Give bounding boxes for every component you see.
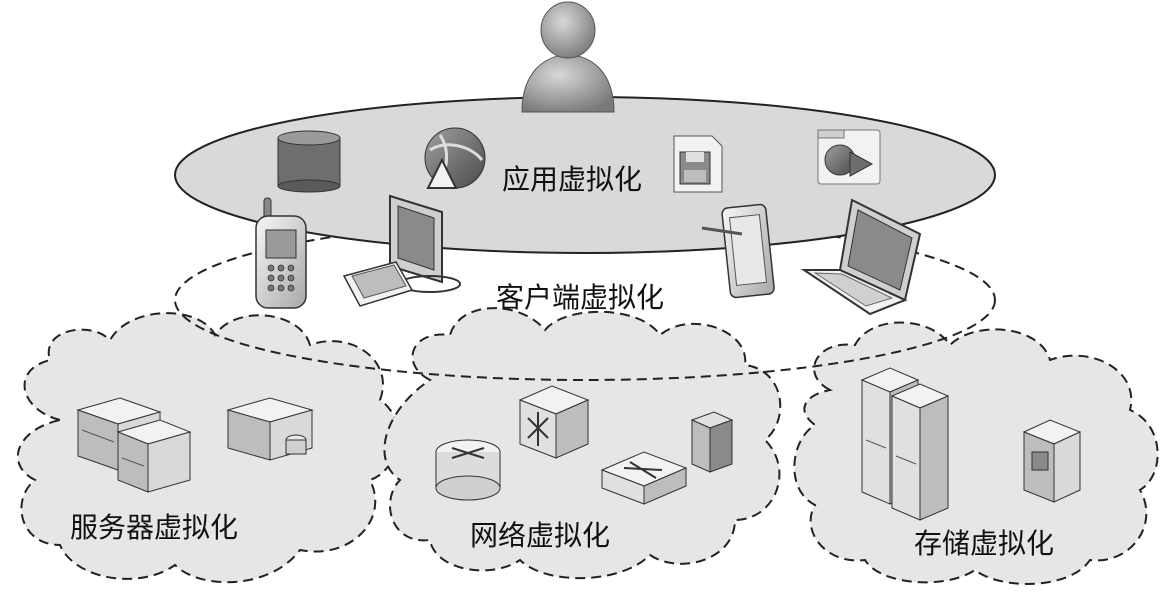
server-disk-icon xyxy=(226,397,314,461)
folder-arrow-icon xyxy=(817,129,881,185)
storage-array-icon xyxy=(860,367,950,521)
client-virtualization-label: 客户端虚拟化 xyxy=(496,281,665,314)
network-virtualization-label: 网络虚拟化 xyxy=(470,519,611,552)
firewall-icon xyxy=(690,411,734,473)
network-switch-icon xyxy=(600,451,688,505)
database-icon xyxy=(277,130,341,193)
server-rack-icon xyxy=(76,397,192,493)
user-icon xyxy=(521,1,615,113)
server-virtualization-label: 服务器虚拟化 xyxy=(70,511,239,544)
laptop-icon xyxy=(800,198,922,316)
storage-virtualization-label: 存储虚拟化 xyxy=(914,527,1055,560)
tablet-icon xyxy=(701,203,775,299)
application-virtualization-label: 应用虚拟化 xyxy=(502,163,643,196)
desktop-monitor-icon xyxy=(342,194,461,307)
mobile-phone-icon xyxy=(255,197,307,309)
switch-cube-icon xyxy=(518,385,590,459)
save-file-icon xyxy=(673,135,723,193)
router-icon xyxy=(435,439,501,501)
globe-warning-icon xyxy=(424,127,486,189)
storage-tower-icon xyxy=(1022,419,1082,503)
